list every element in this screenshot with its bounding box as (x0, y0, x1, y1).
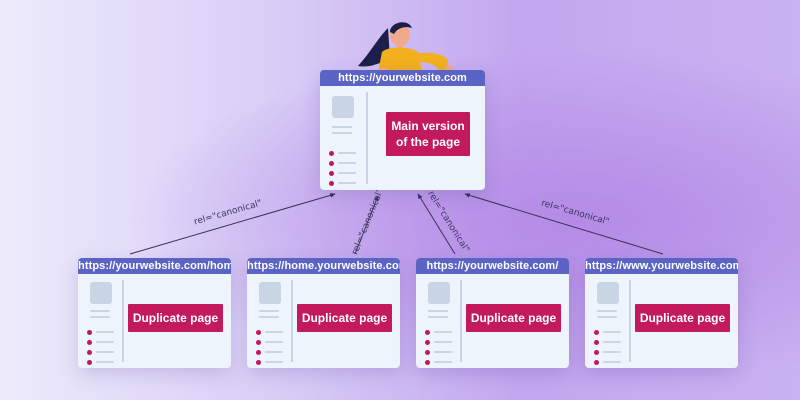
list-line-placeholder (603, 351, 621, 353)
connector-arrow-4 (464, 193, 664, 255)
duplicate-page-body: Duplicate page (247, 274, 400, 368)
sidebar-divider (291, 280, 293, 362)
bullet-marker (256, 350, 261, 355)
list-line-placeholder (96, 361, 114, 363)
duplicate-page-label: Duplicate page (297, 304, 392, 332)
text-line-placeholder (90, 310, 110, 312)
sidebar-divider (122, 280, 124, 362)
text-line-placeholder (428, 310, 448, 312)
list-line-placeholder (96, 341, 114, 343)
list-line-placeholder (96, 351, 114, 353)
bullet-marker (594, 330, 599, 335)
bullet-marker (329, 151, 334, 156)
duplicate-page-url: https://home.yourwebsite.com (247, 258, 400, 274)
main-page-card: https://yourwebsite.com Main version of … (320, 70, 485, 190)
text-line-placeholder (90, 316, 110, 318)
connector-arrow-3 (417, 193, 456, 255)
bullet-marker (329, 181, 334, 186)
image-placeholder (332, 96, 354, 118)
list-line-placeholder (338, 172, 356, 174)
bullet-marker (594, 340, 599, 345)
bullet-marker (87, 340, 92, 345)
sidebar-divider (460, 280, 462, 362)
sidebar-divider (366, 92, 368, 184)
bullet-marker (329, 171, 334, 176)
list-line-placeholder (338, 182, 356, 184)
duplicate-page-label: Duplicate page (466, 304, 561, 332)
duplicate-page-card: https://yourwebsite.com/home Duplicate p… (78, 258, 231, 368)
list-line-placeholder (265, 361, 283, 363)
list-line-placeholder (338, 152, 356, 154)
image-placeholder (597, 282, 619, 304)
list-line-placeholder (434, 331, 452, 333)
list-line-placeholder (338, 162, 356, 164)
duplicate-page-label: Duplicate page (635, 304, 730, 332)
duplicate-page-url: https://yourwebsite.com/home (78, 258, 231, 274)
bullet-marker (256, 340, 261, 345)
person-illustration (358, 22, 454, 77)
list-line-placeholder (434, 341, 452, 343)
duplicate-page-body: Duplicate page (78, 274, 231, 368)
main-page-url: https://yourwebsite.com (320, 70, 485, 86)
text-line-placeholder (428, 316, 448, 318)
image-placeholder (428, 282, 450, 304)
list-line-placeholder (603, 361, 621, 363)
bullet-marker (425, 340, 430, 345)
list-line-placeholder (603, 331, 621, 333)
list-line-placeholder (265, 341, 283, 343)
duplicate-page-body: Duplicate page (416, 274, 569, 368)
main-page-body: Main version of the page (320, 86, 485, 190)
text-line-placeholder (597, 310, 617, 312)
list-line-placeholder (265, 331, 283, 333)
duplicate-page-url: https://yourwebsite.com/ (416, 258, 569, 274)
bullet-marker (594, 350, 599, 355)
bullet-marker (425, 360, 430, 365)
duplicate-page-card: https://yourwebsite.com/ Duplicate page (416, 258, 569, 368)
bullet-marker (256, 360, 261, 365)
list-line-placeholder (434, 361, 452, 363)
duplicate-page-body: Duplicate page (585, 274, 738, 368)
text-line-placeholder (259, 316, 279, 318)
image-placeholder (259, 282, 281, 304)
bullet-marker (329, 161, 334, 166)
main-version-label: Main version of the page (386, 112, 470, 156)
duplicate-page-card: https://www.yourwebsite.com Duplicate pa… (585, 258, 738, 368)
bullet-marker (87, 330, 92, 335)
list-line-placeholder (603, 341, 621, 343)
bullet-marker (87, 350, 92, 355)
duplicate-page-url: https://www.yourwebsite.com (585, 258, 738, 274)
duplicate-page-label: Duplicate page (128, 304, 223, 332)
text-line-placeholder (597, 316, 617, 318)
sidebar-divider (629, 280, 631, 362)
duplicate-page-card: https://home.yourwebsite.com Duplicate p… (247, 258, 400, 368)
bullet-marker (425, 350, 430, 355)
bullet-marker (87, 360, 92, 365)
bullet-marker (425, 330, 430, 335)
text-line-placeholder (332, 126, 352, 128)
text-line-placeholder (332, 132, 352, 134)
bullet-marker (594, 360, 599, 365)
connector-arrow-2 (354, 195, 379, 255)
list-line-placeholder (96, 331, 114, 333)
image-placeholder (90, 282, 112, 304)
list-line-placeholder (434, 351, 452, 353)
connector-arrow-1 (129, 193, 336, 255)
text-line-placeholder (259, 310, 279, 312)
bullet-marker (256, 330, 261, 335)
list-line-placeholder (265, 351, 283, 353)
